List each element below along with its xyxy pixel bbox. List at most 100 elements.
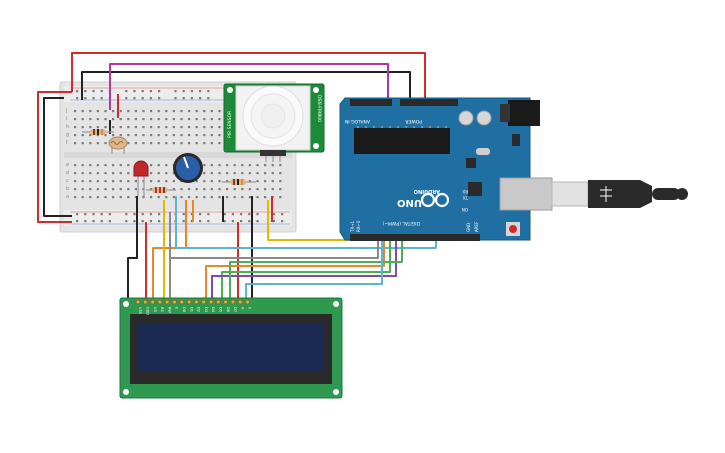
breadboard-hole <box>195 142 198 145</box>
potentiometer[interactable] <box>173 153 203 183</box>
lcd-pin-label: D3 <box>204 307 208 312</box>
breadboard-hole <box>157 134 160 137</box>
wire-red-left-rail[interactable] <box>37 91 72 223</box>
breadboard-hole <box>127 134 130 137</box>
lcd-pin[interactable] <box>186 299 192 305</box>
lcd-pin-label: V0 <box>153 307 157 312</box>
breadboard-hole <box>112 188 115 191</box>
breadboard-hole <box>119 126 122 129</box>
breadboard-hole <box>150 118 153 121</box>
breadboard-hole <box>150 164 153 167</box>
lcd-pin-label: D0 <box>182 307 186 313</box>
wire-black-gnd[interactable] <box>81 71 411 101</box>
breadboard-hole <box>92 90 95 93</box>
breadboard-hole <box>210 196 213 199</box>
breadboard-hole <box>134 180 137 183</box>
wire-green-d8[interactable] <box>229 232 403 300</box>
dc-jack <box>508 100 540 126</box>
breadboard-hole <box>74 196 77 199</box>
breadboard-hole <box>188 196 191 199</box>
resistor-led[interactable] <box>146 187 176 193</box>
breadboard-hole <box>142 196 145 199</box>
breadboard-hole <box>218 142 221 145</box>
breadboard-hole <box>210 188 213 191</box>
breadboard-hole <box>76 97 79 100</box>
wire-cyan-d9[interactable] <box>245 232 383 300</box>
breadboard-hole <box>279 172 282 175</box>
breadboard-hole <box>89 142 92 145</box>
resistor-right[interactable] <box>222 179 256 185</box>
pir-sensor[interactable]: PIR SENSOR DSN-FIR800 <box>223 83 325 162</box>
breadboard-hole <box>108 213 111 216</box>
wire-purple-d7[interactable] <box>211 232 397 300</box>
breadboard-hole <box>89 126 92 129</box>
arduino-uno[interactable]: ANALOG IN POWER ARDUINO UNO TX RX <box>339 97 553 241</box>
lcd-pin[interactable] <box>215 299 221 305</box>
breadboard-hole <box>127 188 130 191</box>
photoresistor[interactable] <box>108 136 128 154</box>
usb-cable[interactable] <box>551 180 688 208</box>
breadboard-hole <box>96 110 99 113</box>
breadboard-hole <box>172 180 175 183</box>
lcd-pin[interactable] <box>223 299 229 305</box>
lcd-pin[interactable] <box>201 299 207 305</box>
breadboard-hole <box>281 220 284 223</box>
breadboard-hole <box>81 188 84 191</box>
lcd-pin[interactable] <box>157 299 163 305</box>
power-header <box>400 99 458 106</box>
wire-black-left-rail[interactable] <box>43 97 72 217</box>
lcd-pin[interactable] <box>245 299 250 305</box>
lcd-pin[interactable] <box>179 299 185 305</box>
breadboard-hole <box>134 126 137 129</box>
breadboard-hole <box>74 142 77 145</box>
breadboard-hole <box>112 134 115 137</box>
lcd-pin[interactable] <box>237 299 243 305</box>
wire-red-5v[interactable] <box>71 52 426 101</box>
lcd-pin[interactable] <box>150 299 156 305</box>
lcd-pin[interactable] <box>135 299 141 305</box>
red-led[interactable] <box>133 160 149 196</box>
usb-icon <box>600 186 612 202</box>
wire-green-d6[interactable] <box>221 232 391 300</box>
breadboard-hole <box>233 172 236 175</box>
breadboard-hole <box>150 196 153 199</box>
breadboard-hole <box>150 188 153 191</box>
wire-magenta-pir[interactable] <box>109 63 389 110</box>
wires <box>37 52 437 301</box>
reset-button-cap[interactable] <box>509 225 517 233</box>
breadboard-hole <box>188 118 191 121</box>
breadboard-hole <box>218 126 221 129</box>
breadboard-hole <box>190 220 193 223</box>
breadboard-hole <box>149 90 152 93</box>
analog-header <box>350 99 392 106</box>
lcd-pin[interactable] <box>193 299 199 305</box>
atmega-chip <box>354 128 450 154</box>
breadboard-hole <box>125 97 128 100</box>
lcd-pin[interactable] <box>172 299 177 305</box>
breadboard-hole <box>84 213 87 216</box>
lcd-pin[interactable] <box>208 299 214 305</box>
wire-orange-d5[interactable] <box>205 232 385 300</box>
breadboard-hole <box>89 134 92 137</box>
breadboard-hole <box>248 188 251 191</box>
breadboard-hole <box>226 196 229 199</box>
gnd-pin-label: GND <box>466 223 471 232</box>
breadboard-hole <box>134 118 137 121</box>
lcd-pin[interactable] <box>230 299 236 305</box>
breadboard-hole <box>241 172 244 175</box>
breadboard-hole <box>84 97 87 100</box>
lcd-pin-label: VDD <box>146 307 150 315</box>
breadboard-hole <box>142 118 145 121</box>
breadboard-hole <box>119 172 122 175</box>
lcd-pin[interactable] <box>164 299 170 305</box>
breadboard-hole <box>96 180 99 183</box>
breadboard-hole <box>233 164 236 167</box>
row-label: g <box>66 132 69 138</box>
lcd-pin[interactable] <box>142 299 148 305</box>
breadboard-hole <box>112 110 115 113</box>
row-label: c <box>66 178 69 184</box>
breadboard-hole <box>74 118 77 121</box>
resistor-top[interactable] <box>82 129 114 135</box>
rxrx-pin-label: RX←0 <box>356 220 361 232</box>
